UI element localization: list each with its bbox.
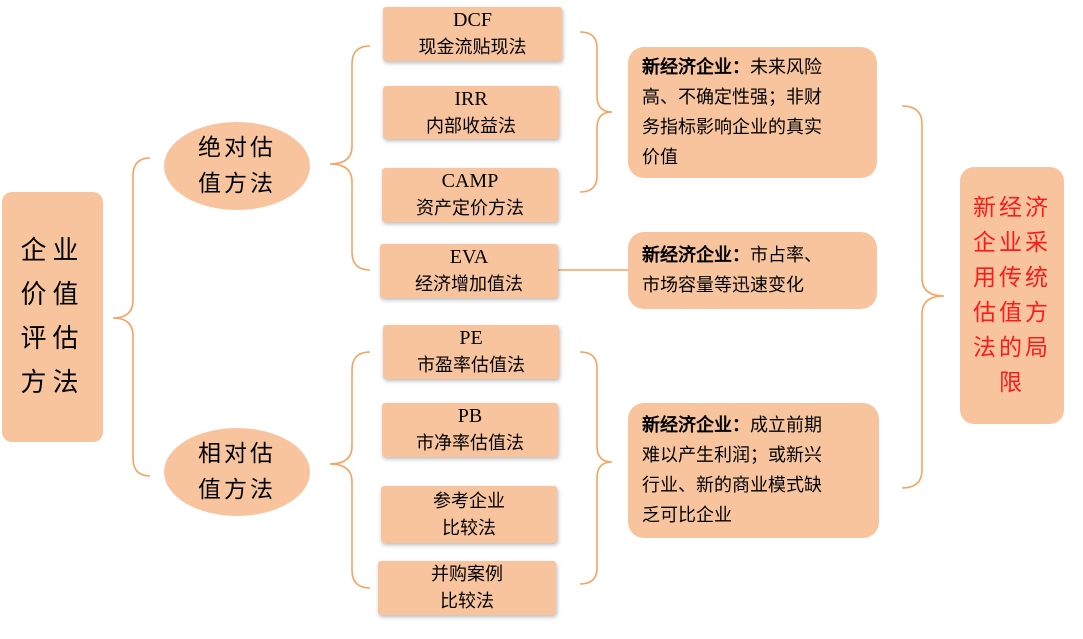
method-pe: PE 市盈率估值法 xyxy=(383,325,559,379)
method-dcf: DCF 现金流贴现法 xyxy=(383,7,562,61)
root-line: 方法 xyxy=(20,368,85,398)
limitation-line: 估值方 xyxy=(973,299,1051,326)
method-abbr: IRR xyxy=(454,87,488,110)
absolute-line: 绝对估 xyxy=(198,135,276,161)
note-line: 成立前期 xyxy=(750,414,822,436)
root-line: 企业 xyxy=(20,236,85,266)
method-name: 资产定价方法 xyxy=(416,198,524,219)
relative-valuation-node: 相对估 值方法 xyxy=(164,428,310,516)
limitation-line: 法的局 xyxy=(973,334,1051,361)
note-line: 乏可比企业 xyxy=(642,504,732,526)
method-name: 现金流贴现法 xyxy=(418,37,527,58)
note-label: 新经济企业： xyxy=(642,56,750,78)
brace-limitation xyxy=(901,105,945,489)
method-name: 市净率估值法 xyxy=(416,433,524,454)
brace-root xyxy=(112,157,151,477)
method-line: 比较法 xyxy=(442,517,496,539)
note-label: 新经济企业： xyxy=(642,414,750,436)
note-market: 新经济企业：市占率、 市场容量等迅速变化 xyxy=(628,232,877,309)
method-eva: EVA 经济增加值法 xyxy=(380,244,558,298)
method-abbr: EVA xyxy=(449,246,489,268)
limitation-line: 限 xyxy=(999,369,1025,396)
limitation-node: 新经济 企业采 用传统 估值方 法的局 限 xyxy=(960,167,1064,424)
limitation-line: 新经济 xyxy=(973,194,1051,221)
absolute-line: 值方法 xyxy=(198,171,276,197)
note-line: 未来风险 xyxy=(750,56,822,78)
note-risk: 新经济企业：未来风险 高、不确定性强；非财 务指标影响企业的真实 价值 xyxy=(628,47,877,178)
brace-note-1 xyxy=(579,31,613,193)
note-line: 市场容量等迅速变化 xyxy=(642,274,804,296)
method-line: 并购案例 xyxy=(431,564,503,585)
method-ma-case: 并购案例 比较法 xyxy=(378,561,556,615)
note-line: 务指标影响企业的真实 xyxy=(642,116,822,138)
limitation-line: 企业采 xyxy=(973,229,1051,256)
method-line: 比较法 xyxy=(440,591,494,612)
limitation-line: 用传统 xyxy=(973,264,1051,291)
method-line: 参考企业 xyxy=(433,490,505,512)
method-camp: CAMP 资产定价方法 xyxy=(382,168,558,222)
method-abbr: CAMP xyxy=(441,170,499,192)
relative-line: 值方法 xyxy=(198,477,276,503)
note-line: 难以产生利润；或新兴 xyxy=(642,444,822,466)
method-abbr: PB xyxy=(457,405,483,427)
absolute-valuation-node: 绝对估 值方法 xyxy=(164,122,310,210)
brace-note-3 xyxy=(579,351,613,585)
note-line: 行业、新的商业模式缺 xyxy=(642,474,822,496)
brace-relative xyxy=(329,351,371,589)
brace-absolute xyxy=(329,45,371,271)
method-comparable-company: 参考企业 比较法 xyxy=(381,486,557,543)
method-abbr: PE xyxy=(459,327,483,349)
note-line: 市占率、 xyxy=(750,244,822,266)
method-pb: PB 市净率估值法 xyxy=(382,403,558,457)
root-node: 企业 价值 评估 方法 xyxy=(2,192,103,442)
method-abbr: DCF xyxy=(453,9,492,31)
method-name: 内部收益法 xyxy=(426,115,516,137)
root-line: 评估 xyxy=(20,324,85,354)
root-line: 价值 xyxy=(20,280,85,310)
note-line: 价值 xyxy=(642,146,678,168)
method-name: 市盈率估值法 xyxy=(417,355,525,376)
method-irr: IRR 内部收益法 xyxy=(383,86,559,139)
note-line: 高、不确定性强；非财 xyxy=(642,86,822,108)
relative-line: 相对估 xyxy=(198,441,276,467)
note-label: 新经济企业： xyxy=(642,244,750,266)
method-name: 经济增加值法 xyxy=(415,274,523,295)
note-comparables: 新经济企业：成立前期 难以产生利润；或新兴 行业、新的商业模式缺 乏可比企业 xyxy=(628,403,879,538)
